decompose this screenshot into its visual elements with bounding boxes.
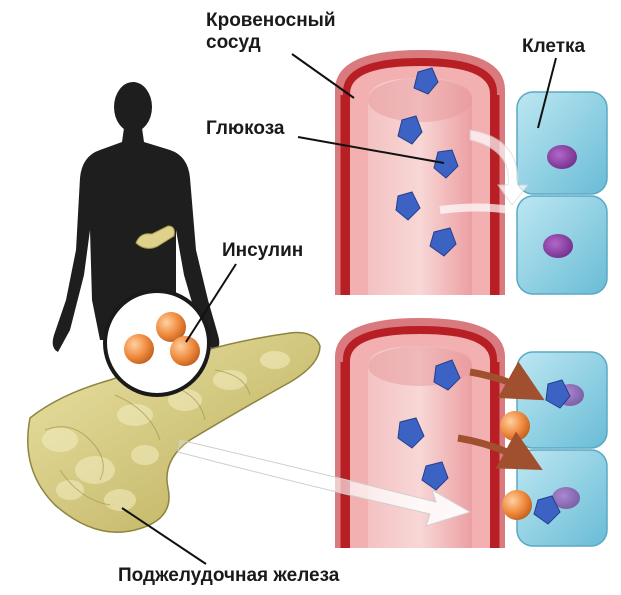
insulin-molecule-icon <box>124 334 154 364</box>
glucose-blocked-arrow-tail <box>440 208 510 211</box>
insulin-molecule-icon <box>500 411 530 441</box>
blood-vessel-label-line2: сосуд <box>206 32 336 54</box>
insulin-label: Инсулин <box>222 240 303 262</box>
cells-top <box>517 92 607 294</box>
cell-label: Клетка <box>522 36 585 58</box>
insulin-molecule-icon <box>502 490 532 520</box>
insulin-molecule-icon <box>170 336 200 366</box>
blood-vessel-label-line1: Кровеносный <box>206 10 336 32</box>
cell-nucleus-icon <box>543 234 573 258</box>
insulin-magnifier <box>105 291 209 395</box>
pancreas-label: Поджелудочная железа <box>118 565 339 587</box>
glucose-label: Глюкоза <box>206 118 285 140</box>
blood-vessel-label: Кровеносный сосуд <box>206 10 336 54</box>
cell-nucleus-icon <box>547 145 577 169</box>
